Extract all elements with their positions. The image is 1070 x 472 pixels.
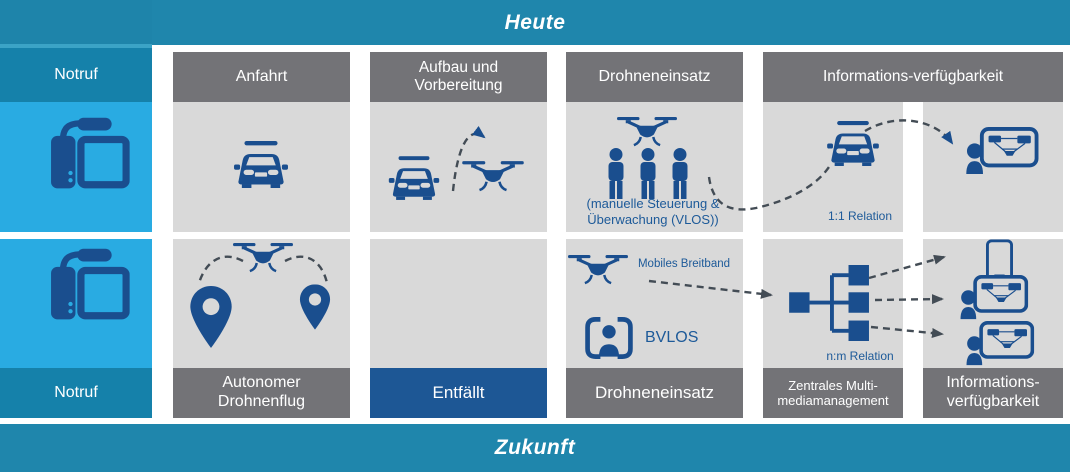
header-informationsverfuegbarkeit: Informations-verfügbarkeit bbox=[763, 52, 1063, 102]
drone-icon bbox=[568, 250, 628, 285]
drone-icon bbox=[617, 112, 677, 147]
bvlos-viewfinder-icon bbox=[585, 317, 633, 359]
footer-multimedia-label: Zentrales Multi-mediamanagement bbox=[777, 377, 889, 408]
footer-autonomer-drohnenflug: Autonomer Drohnenflug bbox=[173, 368, 350, 418]
today-bar-corner bbox=[0, 0, 152, 44]
today-bar: Heute bbox=[0, 0, 1070, 45]
emergency-console-icon bbox=[28, 116, 132, 192]
header-drohneneinsatz-today-label: Drohneneinsatz bbox=[598, 67, 711, 85]
relation-1-1-label: 1:1 Relation bbox=[827, 209, 893, 223]
footer-entfaellt-label: Entfällt bbox=[432, 382, 485, 402]
drone-icon bbox=[233, 238, 293, 273]
notruf-band-today: Notruf bbox=[0, 48, 152, 102]
footer-drohneneinsatz-label: Drohneneinsatz bbox=[594, 382, 715, 402]
corner-separator bbox=[0, 44, 152, 48]
operator-screen-icon bbox=[965, 127, 1039, 175]
footer-info-label: Informations-verfügbarkeit bbox=[946, 374, 1040, 410]
police-car-icon bbox=[388, 156, 440, 200]
mobiles-breitband-label: Mobiles Breitband bbox=[637, 258, 731, 270]
notruf-today-label: Notruf bbox=[54, 66, 98, 83]
cell-drohneneinsatz-future bbox=[566, 239, 743, 368]
emergency-console-icon bbox=[28, 247, 132, 323]
header-aufbau-label: Aufbau und Vorbereitung bbox=[414, 58, 503, 94]
header-anfahrt-label: Anfahrt bbox=[235, 67, 288, 85]
operator-screen-icon bbox=[958, 275, 1030, 320]
header-drohneneinsatz-today: Drohneneinsatz bbox=[566, 52, 743, 102]
footer-drohneneinsatz-future: Drohneneinsatz bbox=[566, 368, 743, 418]
header-aufbau: Aufbau und Vorbereitung bbox=[370, 52, 547, 102]
footer-entfaellt: Entfällt bbox=[370, 368, 547, 418]
relation-nm-label: n:m Relation bbox=[826, 349, 894, 363]
notruf-future-label: Notruf bbox=[54, 384, 98, 401]
vlos-note: (manuelle Steuerung & Überwachung (VLOS)… bbox=[586, 196, 720, 228]
cell-entfaellt bbox=[370, 239, 547, 368]
future-bar: Zukunft bbox=[0, 424, 1070, 472]
header-informationsverfuegbarkeit-label: Informations-verfügbarkeit bbox=[822, 67, 1004, 85]
drone-icon bbox=[462, 156, 524, 192]
header-anfahrt: Anfahrt bbox=[173, 52, 350, 102]
footer-autonomer-label: Autonomer Drohnenflug bbox=[217, 374, 306, 410]
map-pin-icon bbox=[189, 286, 233, 348]
footer-multimediamanagement: Zentrales Multi-mediamanagement bbox=[763, 368, 903, 418]
footer-informationsverfuegbarkeit: Informations-verfügbarkeit bbox=[923, 368, 1063, 418]
police-car-icon bbox=[233, 141, 289, 188]
notruf-band-future: Notruf bbox=[0, 368, 152, 418]
media-hub-icon bbox=[789, 265, 871, 341]
future-bar-label: Zukunft bbox=[494, 436, 576, 459]
today-bar-label: Heute bbox=[504, 10, 566, 34]
operator-screen-icon bbox=[964, 321, 1036, 366]
bvlos-label: BVLOS bbox=[645, 329, 699, 346]
police-car-icon bbox=[826, 121, 880, 166]
drone-pilots-icon bbox=[606, 148, 690, 200]
map-pin-icon bbox=[299, 284, 331, 330]
